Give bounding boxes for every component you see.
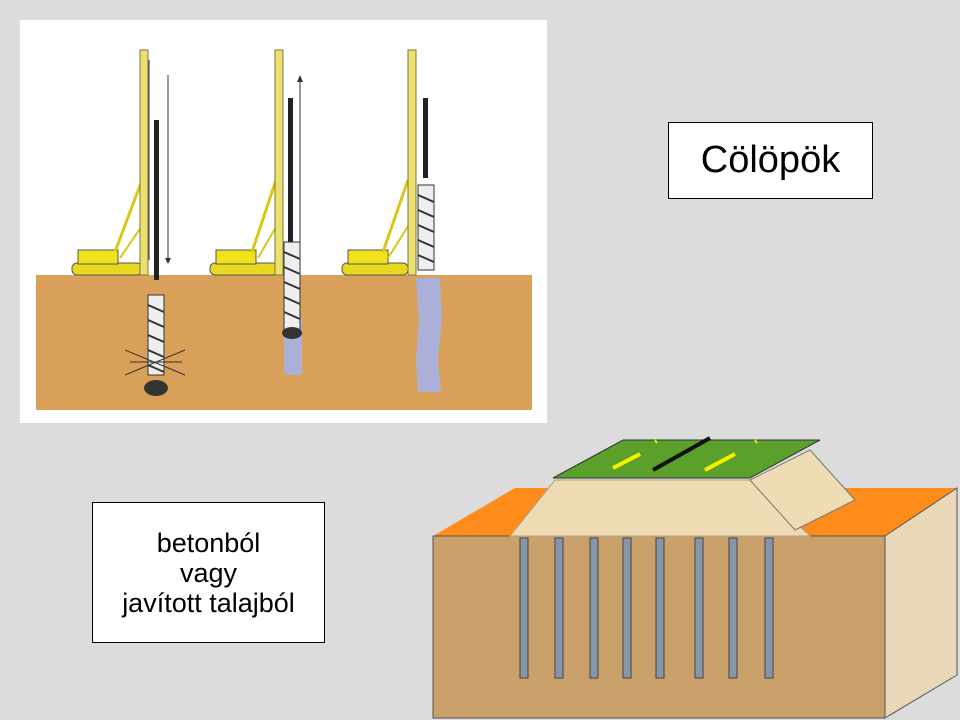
drilling-stages-svg <box>20 20 547 423</box>
auger-icon <box>418 185 434 270</box>
caption-box: betonból vagy javított talajból <box>92 502 325 643</box>
slide-title: Cölöpök <box>668 122 873 199</box>
auger-icon <box>282 242 302 339</box>
pile-column-icon <box>416 278 442 392</box>
embankment-on-piles-diagram <box>425 430 960 720</box>
caption-line: vagy <box>180 558 237 588</box>
caption-line: betonból <box>157 528 261 558</box>
drill-rod <box>154 120 159 280</box>
pile-drilling-illustration <box>20 20 547 423</box>
drill-rod <box>288 98 293 248</box>
caption-line: javított talajból <box>122 588 295 618</box>
drilling-rig-icon <box>342 50 416 275</box>
drill-rod <box>423 98 428 178</box>
